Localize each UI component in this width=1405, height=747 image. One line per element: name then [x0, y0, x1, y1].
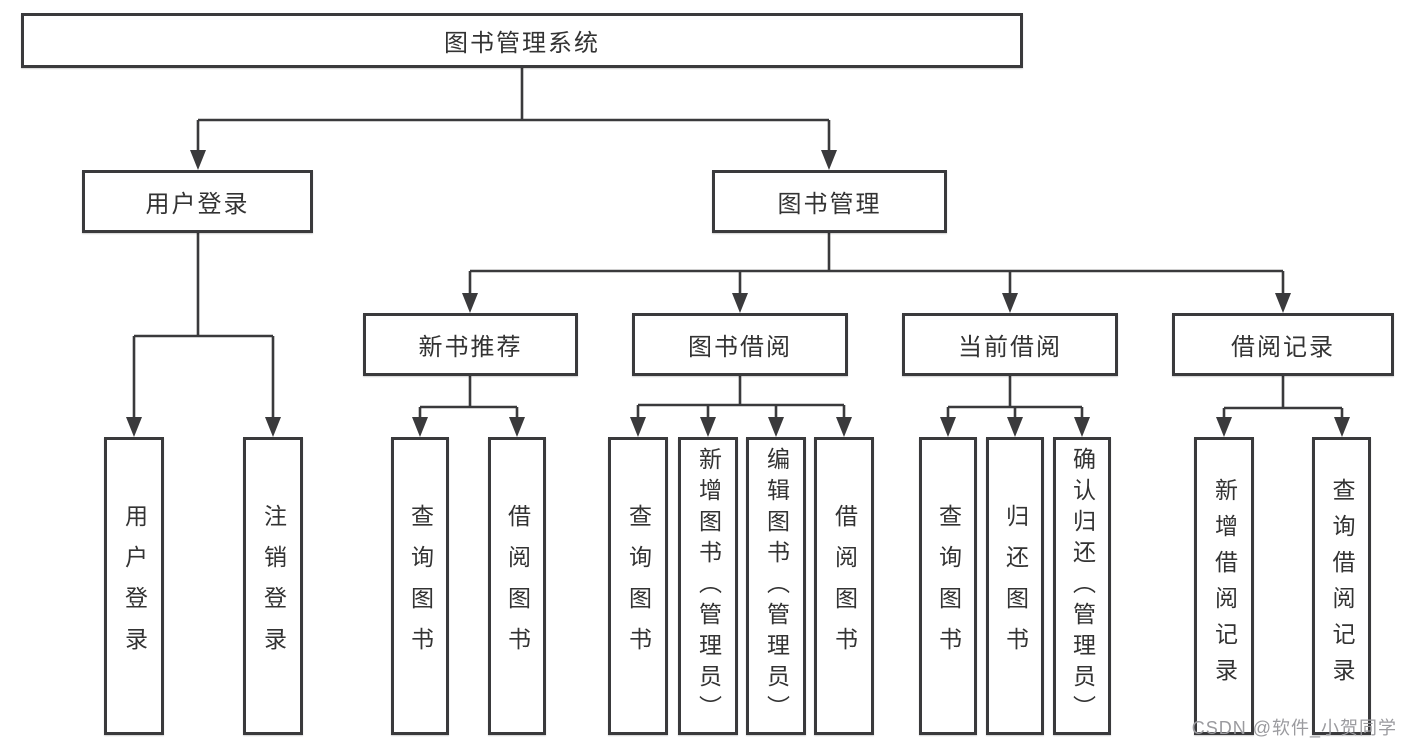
leaf-records-add-record-label: 新增借阅记录 — [1211, 478, 1238, 694]
node-current-borrowing: 当前借阅 — [902, 313, 1118, 376]
node-new-book-recommend: 新书推荐 — [363, 313, 578, 376]
leaf-borrowing-add-book: 新增图书（管理员） — [678, 437, 738, 735]
connector-root-to-level2 — [196, 68, 831, 152]
node-borrowing-records-label: 借阅记录 — [1231, 334, 1335, 361]
leaf-records-query-record: 查询借阅记录 — [1312, 437, 1371, 735]
arrow-icon — [509, 417, 525, 437]
arrow-icon — [126, 417, 142, 437]
arrow-icon — [412, 417, 428, 437]
connector-current-to-leaves — [946, 376, 1084, 421]
node-root: 图书管理系统 — [21, 13, 1023, 68]
node-user-login: 用户登录 — [82, 170, 313, 233]
arrow-icon — [265, 417, 281, 437]
leaf-borrowing-edit-book-label: 编辑图书（管理员） — [763, 446, 790, 726]
connector-userlogin-to-leaves — [132, 233, 275, 419]
arrow-icon — [1334, 417, 1350, 437]
leaf-newbook-query-book-label: 查询图书 — [407, 504, 434, 668]
leaf-logout-label: 注销登录 — [260, 504, 287, 668]
arrow-icon — [768, 417, 784, 437]
leaf-borrowing-edit-book: 编辑图书（管理员） — [746, 437, 806, 735]
leaf-newbook-borrow-book: 借阅图书 — [488, 437, 546, 735]
node-borrowing-records: 借阅记录 — [1172, 313, 1394, 376]
arrow-icon — [462, 293, 478, 313]
arrow-icon — [630, 417, 646, 437]
arrow-icon — [1074, 417, 1090, 437]
node-current-borrowing-label: 当前借阅 — [958, 334, 1062, 361]
connector-bookmgmt-to-level3 — [468, 233, 1285, 295]
arrow-icon — [1275, 293, 1291, 313]
node-book-management-label: 图书管理 — [777, 191, 882, 218]
connector-borrowing-to-leaves — [636, 376, 846, 421]
arrow-icon — [821, 150, 837, 170]
leaf-records-query-record-label: 查询借阅记录 — [1329, 478, 1355, 694]
leaf-current-confirm-return-label: 确认归还（管理员） — [1069, 446, 1096, 726]
leaf-borrowing-borrow-book: 借阅图书 — [814, 437, 874, 735]
arrow-icon — [940, 417, 956, 437]
arrow-icon — [836, 417, 852, 437]
leaf-current-confirm-return: 确认归还（管理员） — [1053, 437, 1111, 735]
node-new-book-recommend-label: 新书推荐 — [418, 334, 523, 361]
arrow-icon — [1007, 417, 1023, 437]
arrow-icon — [1216, 417, 1232, 437]
leaf-current-query-book: 查询图书 — [919, 437, 977, 735]
leaf-current-return-book: 归还图书 — [986, 437, 1044, 735]
leaf-newbook-borrow-book-label: 借阅图书 — [504, 504, 531, 668]
leaf-borrowing-add-book-label: 新增图书（管理员） — [695, 446, 722, 726]
node-user-login-label: 用户登录 — [145, 191, 250, 218]
leaf-borrowing-query-book-label: 查询图书 — [625, 504, 652, 668]
node-book-borrowing-label: 图书借阅 — [688, 334, 792, 361]
leaf-newbook-query-book: 查询图书 — [391, 437, 449, 735]
connector-records-to-leaves — [1222, 376, 1344, 421]
leaf-borrowing-borrow-book-label: 借阅图书 — [831, 504, 858, 668]
leaf-borrowing-query-book: 查询图书 — [608, 437, 668, 735]
node-book-management: 图书管理 — [712, 170, 947, 233]
arrowheads — [126, 150, 1350, 437]
leaf-user-login-label: 用户登录 — [121, 504, 148, 668]
arrow-icon — [732, 293, 748, 313]
csdn-watermark: CSDN @软件_小贺同学 — [1191, 718, 1397, 738]
leaf-current-query-book-label: 查询图书 — [935, 504, 962, 668]
arrow-icon — [190, 150, 206, 170]
leaf-user-login: 用户登录 — [104, 437, 164, 735]
arrow-icon — [1002, 293, 1018, 313]
leaf-logout: 注销登录 — [243, 437, 303, 735]
leaf-records-add-record: 新增借阅记录 — [1194, 437, 1254, 735]
arrow-icon — [700, 417, 716, 437]
leaf-current-return-book-label: 归还图书 — [1002, 504, 1029, 668]
connector-newbook-to-leaves — [418, 376, 519, 421]
node-book-borrowing: 图书借阅 — [632, 313, 848, 376]
node-root-label: 图书管理系统 — [444, 30, 600, 57]
